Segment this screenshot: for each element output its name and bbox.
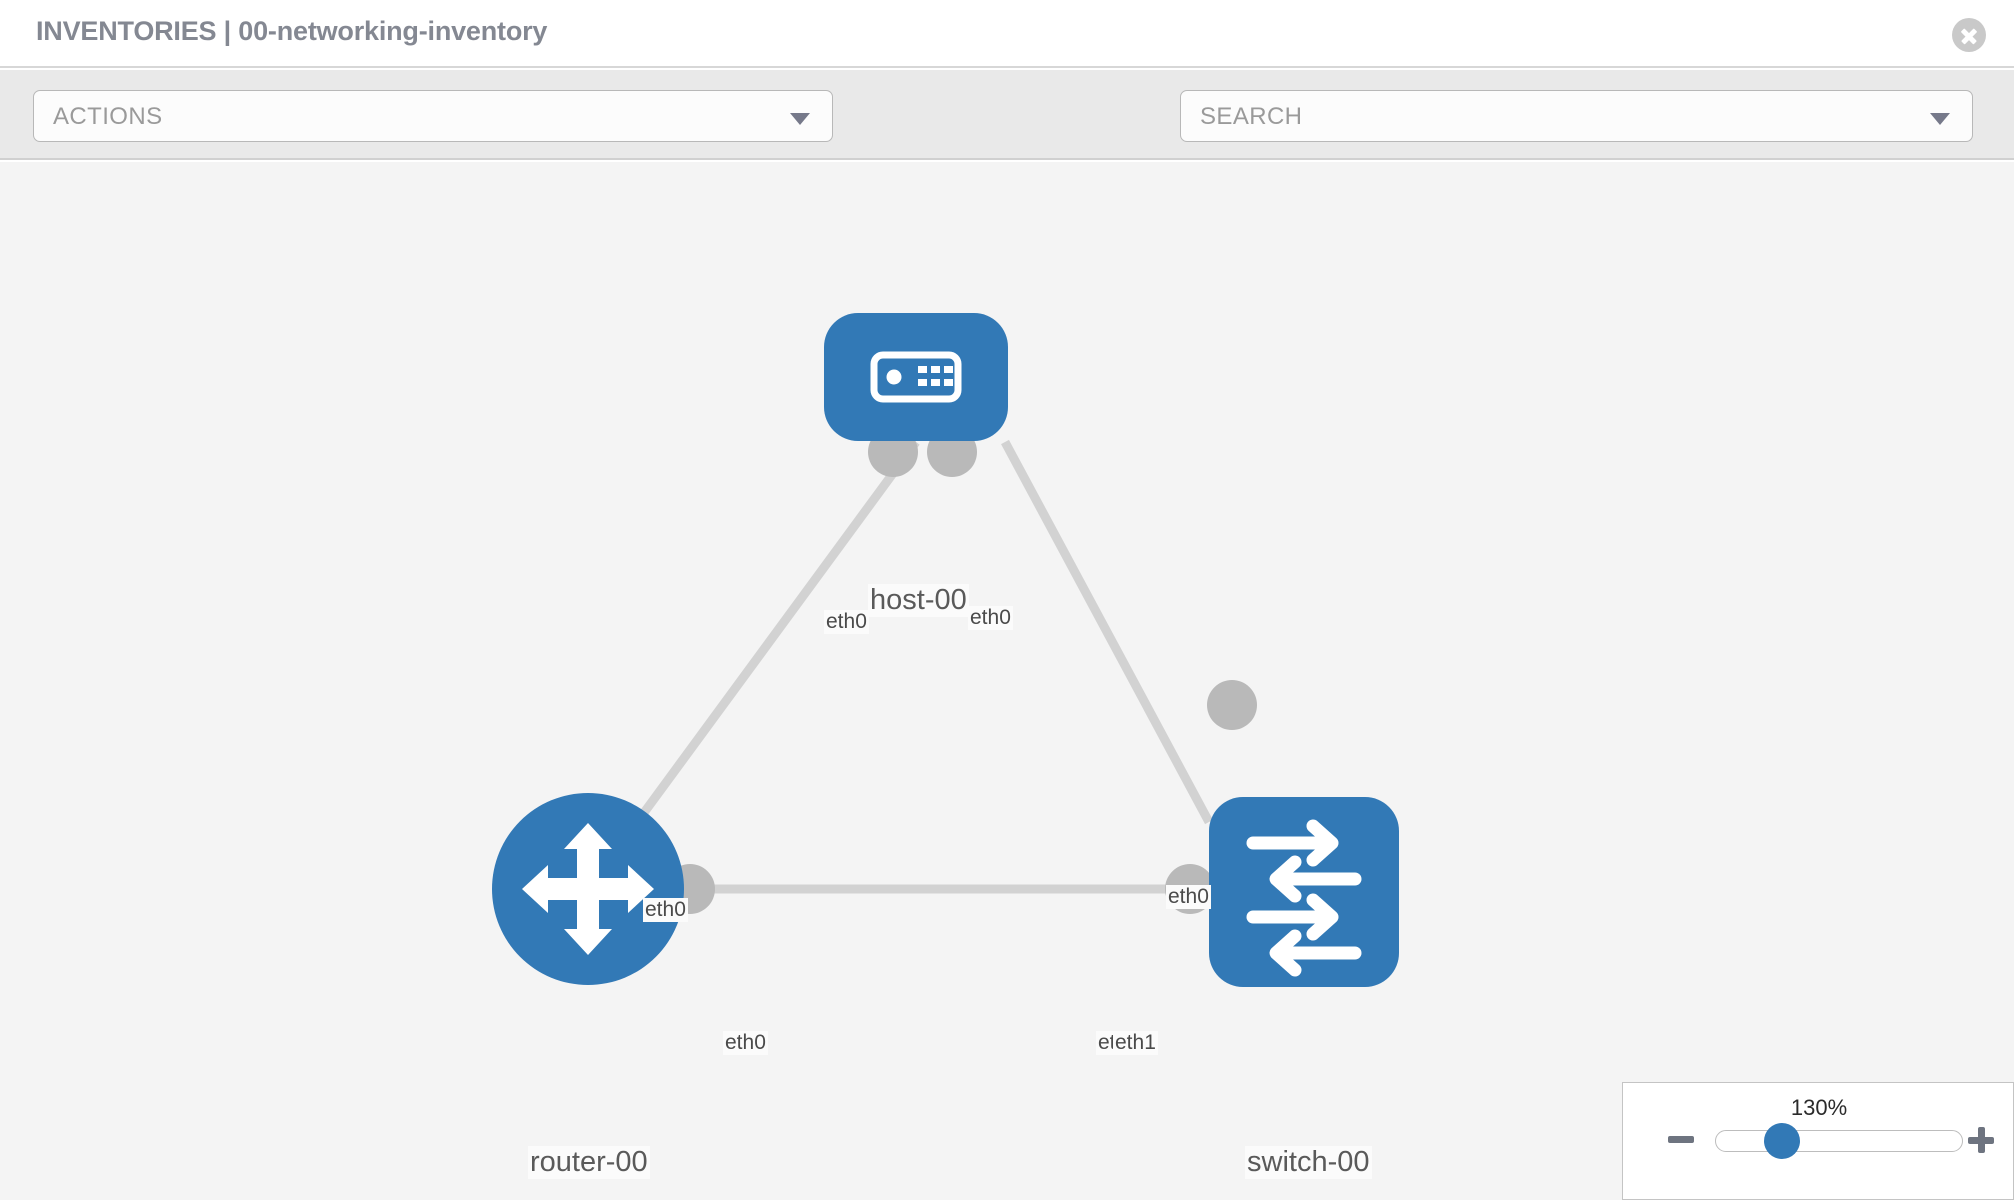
node-label-host-00: host-00 [868, 584, 969, 617]
switch-arrows-icon [1246, 819, 1362, 977]
port-switch-top[interactable] [1207, 680, 1257, 730]
router-arrows-icon [522, 823, 654, 955]
edge-label-host-left-eth0: eth0 [824, 610, 869, 634]
page-header: INVENTORIES | 00-networking-inventory [0, 0, 2014, 68]
edge-label-host-right-eth0: eth0 [968, 606, 1013, 630]
chevron-down-icon [790, 113, 810, 125]
topology-links [584, 439, 1213, 894]
edge-label-router-uplink-eth0: eth0 [643, 898, 688, 922]
zoom-slider-track[interactable] [1715, 1130, 1963, 1152]
server-icon [870, 351, 962, 403]
node-label-switch-00: switch-00 [1245, 1146, 1372, 1179]
node-host-00[interactable] [824, 313, 1008, 441]
topology-canvas[interactable]: host-00 router-00 switch-00 eth0 eth0 et… [0, 162, 2014, 1200]
search-placeholder: SEARCH [1200, 103, 1303, 130]
toolbar: ACTIONS SEARCH [0, 70, 2014, 203]
zoom-slider-handle[interactable] [1764, 1123, 1800, 1159]
edge-label-switch-eth1: eth1 [1113, 1031, 1158, 1055]
actions-dropdown-label: ACTIONS [53, 103, 163, 130]
edge-label-switch-uplink-eth0: eth0 [1166, 885, 1211, 909]
plus-icon[interactable] [1968, 1127, 1994, 1153]
node-label-router-00: router-00 [528, 1146, 650, 1179]
close-icon[interactable] [1952, 18, 1986, 52]
search-input[interactable]: SEARCH [1180, 90, 1973, 142]
link-host-switch[interactable] [1001, 439, 1213, 825]
topology-graph [492, 313, 1399, 987]
chevron-down-icon[interactable] [1930, 113, 1950, 125]
node-router-00[interactable] [492, 793, 684, 985]
actions-dropdown[interactable]: ACTIONS [33, 90, 833, 142]
zoom-control-panel: 130% [1622, 1082, 2014, 1200]
page-title: INVENTORIES | 00-networking-inventory [36, 16, 548, 46]
zoom-percent-label: 130% [1790, 1095, 1848, 1120]
edge-label-router-eth0: eth0 [723, 1031, 768, 1055]
minus-icon[interactable] [1668, 1136, 1694, 1143]
node-switch-00[interactable] [1209, 797, 1399, 987]
